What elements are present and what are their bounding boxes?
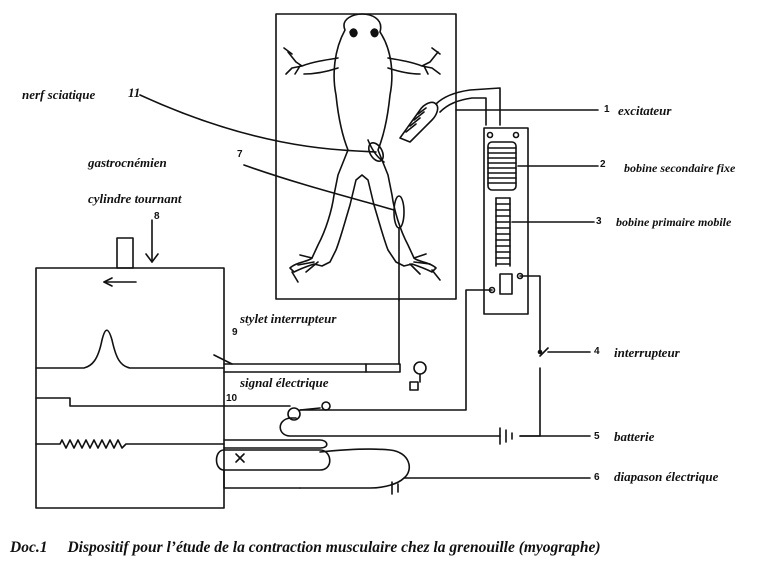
- number-3: 3: [596, 216, 602, 227]
- number-6: 6: [594, 472, 600, 483]
- number-8: 8: [154, 211, 160, 222]
- label-stylet-interrupteur: stylet interrupteur: [240, 311, 337, 326]
- label-gastrocnemien: gastrocnémien: [88, 155, 167, 170]
- number-9: 9: [232, 327, 238, 338]
- number-7: 7: [237, 149, 243, 160]
- number-11: 11: [128, 85, 141, 100]
- figure-caption: Doc.1 Dispositif pour l’étude de la contr…: [10, 540, 780, 556]
- label-nerf-sciatique: nerf sciatique: [22, 87, 96, 102]
- label-batterie: batterie: [614, 429, 655, 444]
- signal-electrique: [223, 401, 331, 421]
- label-signal-electrique: signal électrique: [240, 375, 329, 390]
- label-excitateur: excitateur: [618, 103, 672, 118]
- label-cylindre-tournant: cylindre tournant: [88, 191, 182, 206]
- caption-doc-number: Doc.1: [10, 539, 48, 556]
- diapason-electrique: [215, 439, 411, 495]
- rotating-cylinder: [35, 219, 225, 509]
- number-1: 1: [604, 104, 610, 115]
- caption-text: Dispositif pour l’étude de la contractio…: [67, 539, 601, 556]
- number-10: 10: [226, 393, 238, 404]
- number-5: 5: [594, 431, 600, 442]
- number-4: 4: [594, 346, 600, 357]
- primary-coil: [495, 197, 511, 267]
- label-bobine-primaire: bobine primaire mobile: [616, 215, 732, 229]
- frog-illustration: [283, 13, 441, 301]
- secondary-coil: [487, 141, 517, 191]
- battery: [499, 427, 513, 445]
- number-2: 2: [600, 159, 606, 170]
- label-interrupteur: interrupteur: [614, 345, 680, 360]
- label-bobine-secondaire: bobine secondaire fixe: [624, 161, 736, 175]
- excitateur-electrode: [399, 87, 501, 143]
- stylet-interrupteur: [223, 299, 427, 391]
- label-diapason-electrique: diapason électrique: [614, 469, 719, 484]
- induction-coil-box: [483, 127, 529, 315]
